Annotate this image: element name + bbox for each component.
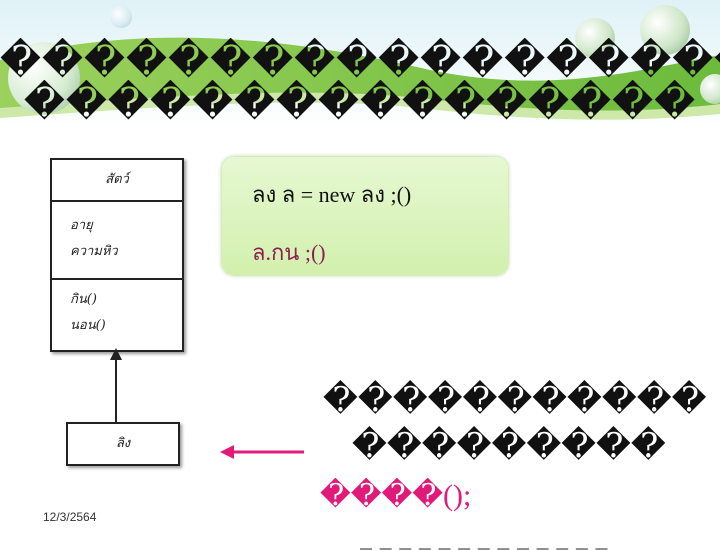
bottom-text-boxes: ���� — [320, 478, 444, 513]
uml-methods: กิน() นอน() — [52, 280, 182, 346]
slide-date: 12/3/2564 — [43, 510, 97, 524]
uml-class-diagram: สัตว์ อายุ ความหิว กิน() นอน() — [50, 158, 184, 352]
pointer-arrow — [220, 445, 304, 459]
uml-attribute: อายุ — [70, 218, 93, 233]
uml-child-class-name: ลิง — [115, 436, 131, 451]
code-line-1: ลง ล = new ลง ;() — [252, 182, 412, 207]
bottom-text-line3: ����(); — [320, 478, 520, 513]
decorative-bubble — [575, 18, 615, 58]
slide-title-line1: �������������������� — [0, 38, 720, 84]
uml-attribute: ความหิว — [70, 244, 118, 259]
uml-method: นอน() — [70, 318, 106, 333]
uml-child-class: ลิง — [66, 422, 180, 466]
slide-title-line2: ���������������� — [23, 80, 697, 126]
code-line-2: ล.กน ;() — [252, 240, 326, 265]
decorative-bubble — [110, 6, 132, 28]
decorative-bubble — [700, 74, 720, 104]
decorative-bubble — [640, 5, 690, 55]
code-box: ลง ล = new ลง ;() ล.กน ;() — [222, 157, 508, 275]
bottom-text-code: (); — [443, 479, 472, 512]
decorative-bubble — [8, 42, 80, 114]
uml-class-name: สัตว์ — [52, 160, 182, 202]
bottom-text-line2: ��������� — [352, 426, 666, 466]
bottom-text-line1: ����������� — [323, 380, 707, 420]
bottom-text-line4: _ _ _ _ _ _ _ _ _ _ _ _ _ — [360, 522, 608, 550]
header-banner — [0, 0, 720, 130]
inheritance-arrow — [110, 348, 122, 422]
uml-method: กิน() — [70, 292, 97, 307]
uml-attributes: อายุ ความหิว — [52, 202, 182, 280]
